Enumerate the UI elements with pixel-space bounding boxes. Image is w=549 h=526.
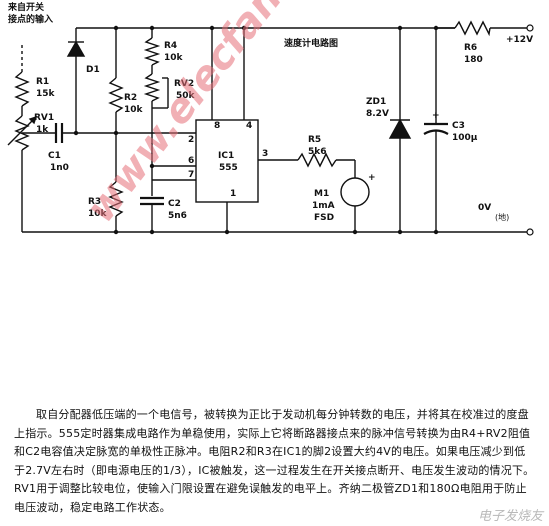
m1-value: 1mA xyxy=(312,201,335,211)
ic1-pin1: 1 xyxy=(230,189,236,199)
r1-ref: R1 xyxy=(36,77,49,87)
schematic-title: 速度计电路图 xyxy=(284,37,338,49)
r1-value: 15k xyxy=(36,89,56,99)
rv1-ref: RV1 xyxy=(34,113,54,123)
m1-ref: M1 xyxy=(314,189,329,199)
c3-plus: + xyxy=(432,111,440,121)
c2-ref: C2 xyxy=(168,199,181,209)
r4-ref: R4 xyxy=(164,41,177,51)
ic1-value: 555 xyxy=(219,163,238,173)
r2-value: 10k xyxy=(124,105,144,115)
c2-value: 5n6 xyxy=(168,211,187,221)
ic1-pin4: 4 xyxy=(246,121,252,131)
rv2-value: 50k xyxy=(176,91,196,101)
zd1-ref: ZD1 xyxy=(366,97,386,107)
r5-value: 5k6 xyxy=(308,147,327,157)
zd1-value: 8.2V xyxy=(366,109,389,119)
rv1-value: 1k xyxy=(36,125,49,135)
r2-ref: R2 xyxy=(124,93,137,103)
input-label-line1: 来自开关 xyxy=(7,1,44,13)
c3-ref: C3 xyxy=(452,121,465,131)
footer-watermark: 电子发烧友 xyxy=(477,509,543,524)
ic1-ref: IC1 xyxy=(218,151,234,161)
r5-ref: R5 xyxy=(308,135,321,145)
circuit-description: 取自分配器低压端的一个电信号，被转换为正比于发动机每分钟转数的电压，并将其在校准… xyxy=(14,408,535,514)
ic1-pin8: 8 xyxy=(214,121,220,131)
m1-plus: + xyxy=(368,173,376,183)
m1-note: FSD xyxy=(314,213,334,223)
ic1-pin7: 7 xyxy=(188,170,194,180)
ground-label: 0V xyxy=(478,203,491,213)
ic1-pin6: 6 xyxy=(188,156,194,166)
r4-value: 10k xyxy=(164,53,184,63)
ground-note: (地) xyxy=(495,212,509,222)
c1-value: 1n0 xyxy=(50,163,69,173)
supply-label: +12V xyxy=(506,35,533,45)
d1-ref: D1 xyxy=(86,65,100,75)
r3-value: 10k xyxy=(88,209,108,219)
r6-value: 180 xyxy=(464,55,483,65)
ic1-pin3: 3 xyxy=(262,149,268,159)
r6-ref: R6 xyxy=(464,43,477,53)
r3-ref: R3 xyxy=(88,197,101,207)
ic1-pin2: 2 xyxy=(188,135,194,145)
circuit-schematic: 来自开关 接点的输入 速度计电路图 +12V 0V (地) R1 15k RV1… xyxy=(7,0,534,236)
c1-ref: C1 xyxy=(48,151,61,161)
rv2-ref: RV2 xyxy=(174,79,194,89)
input-label-line2: 接点的输入 xyxy=(8,13,53,25)
c3-value: 100µ xyxy=(452,133,478,143)
